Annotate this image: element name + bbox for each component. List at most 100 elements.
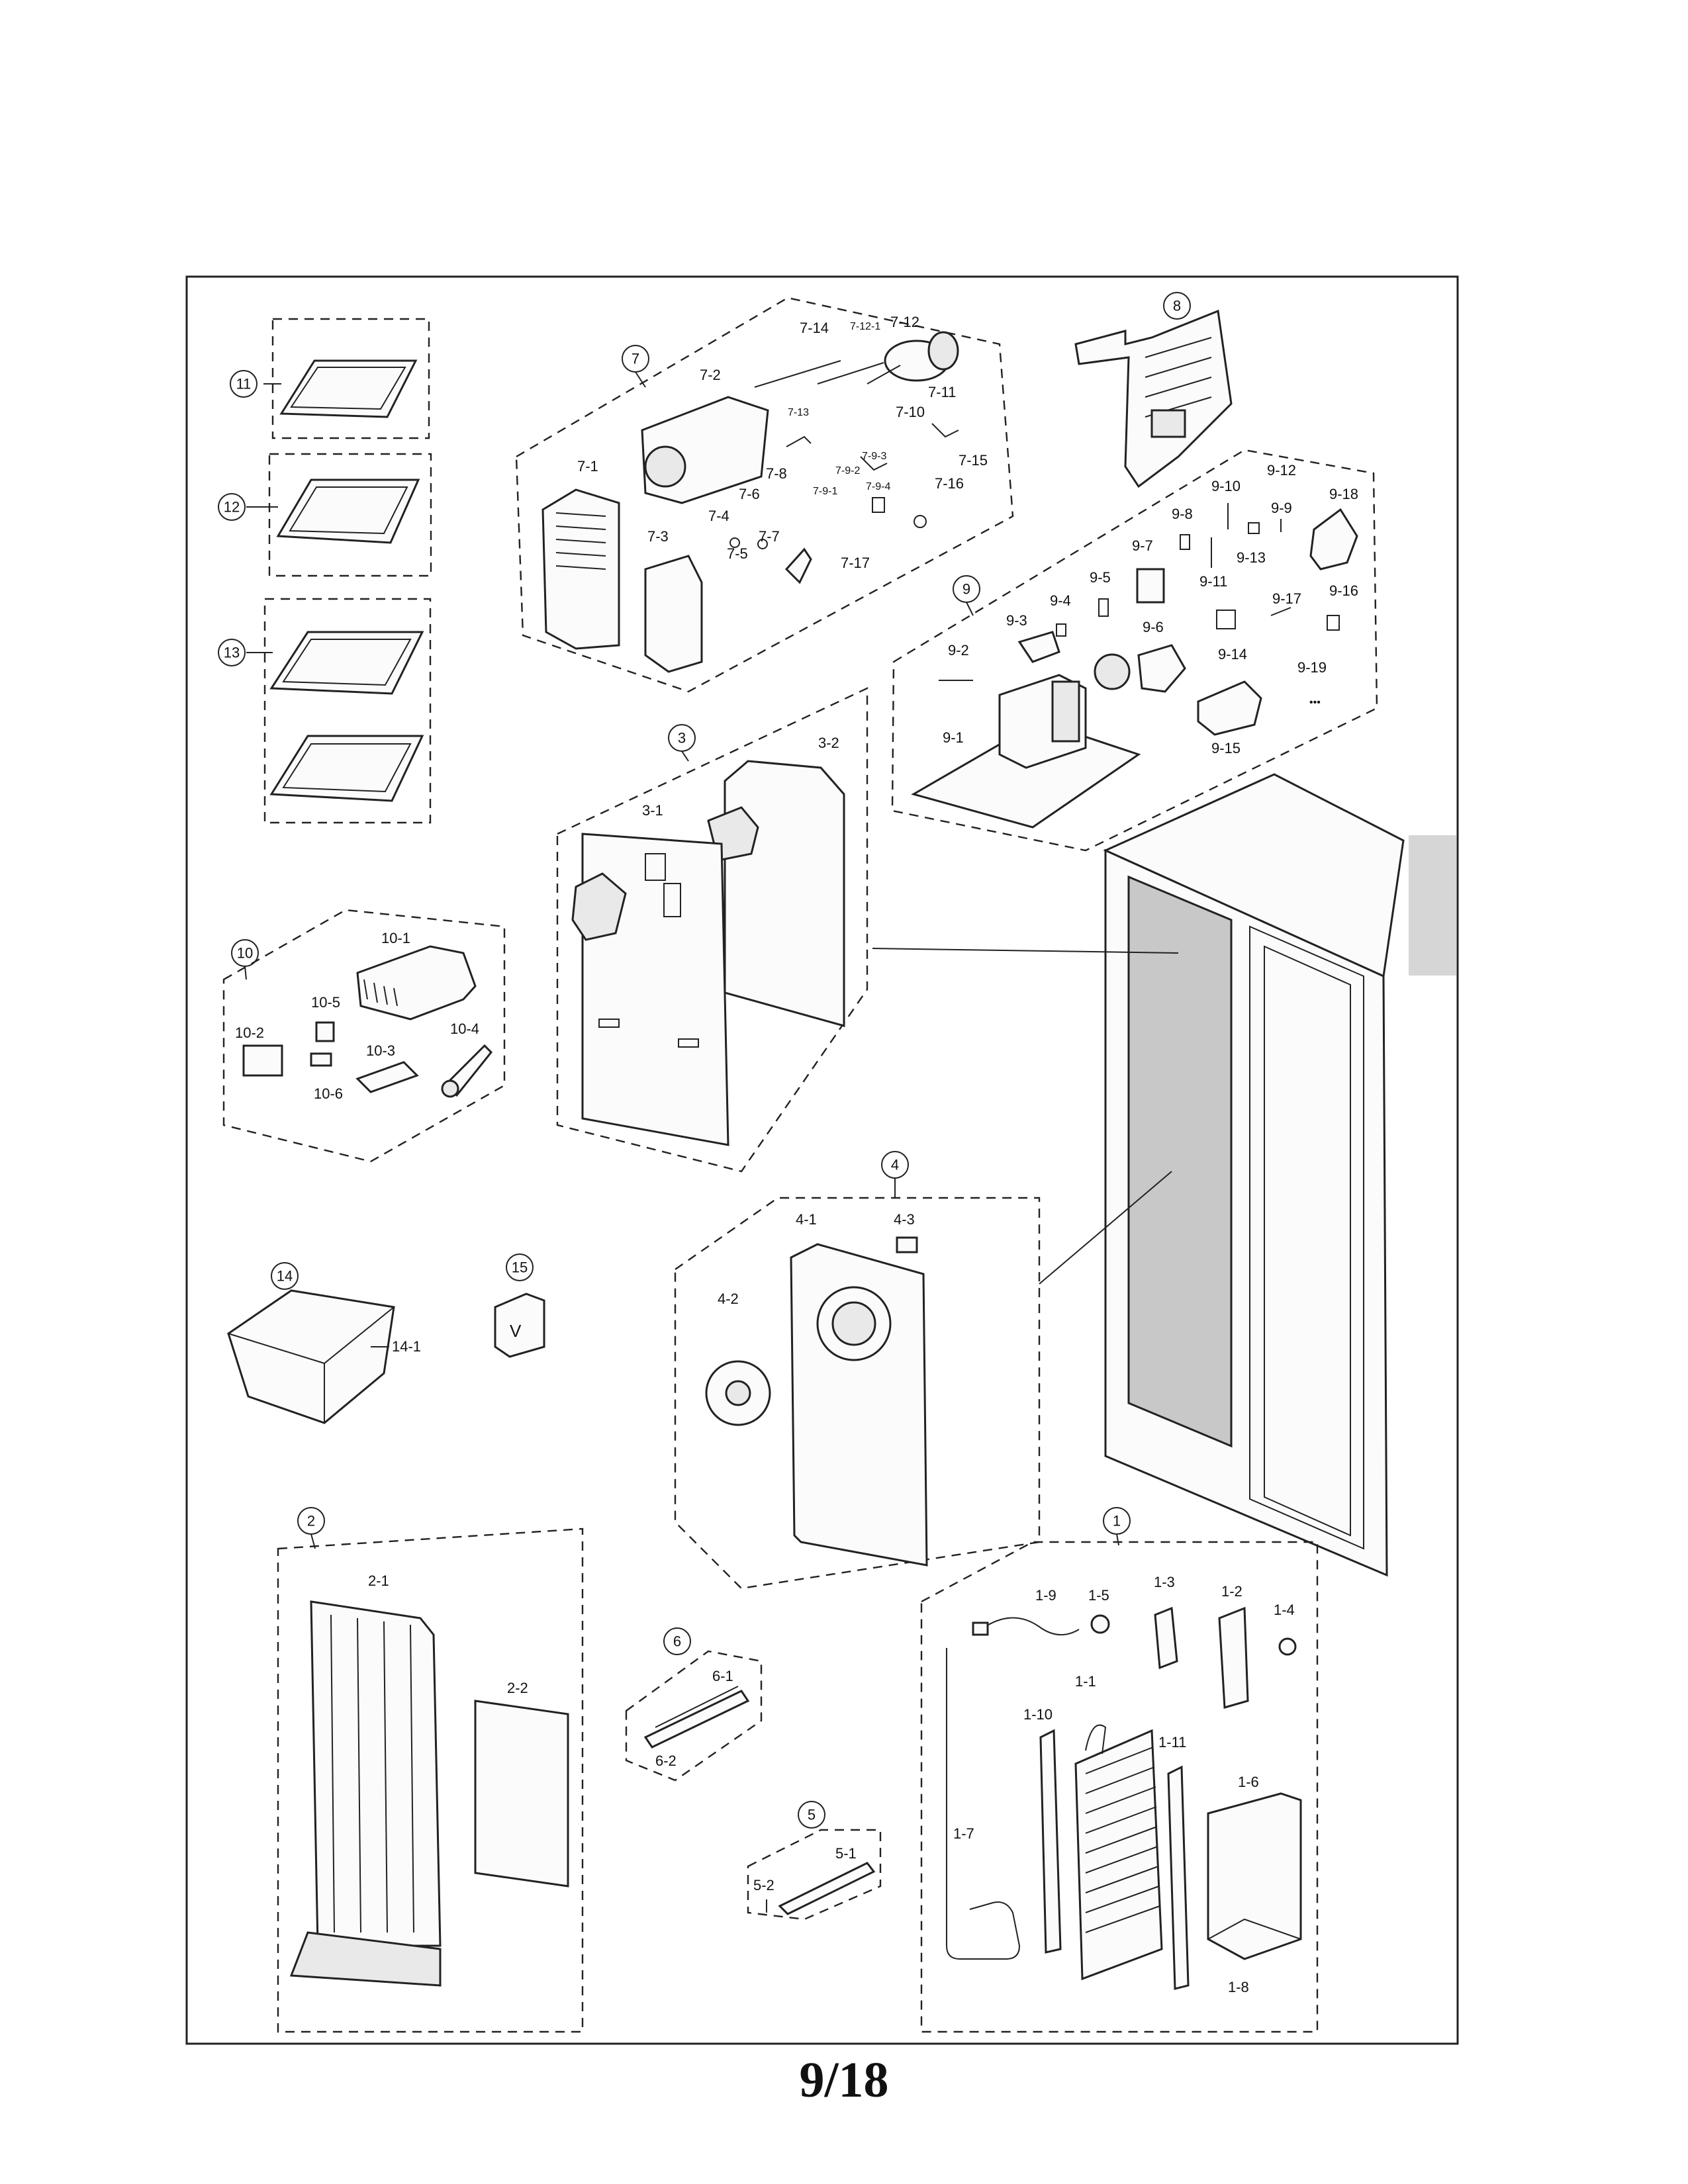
label-14-1: 14-1 xyxy=(392,1338,421,1355)
label-1-8: 1-8 xyxy=(1228,1979,1249,1995)
label-9-1: 9-1 xyxy=(943,729,964,746)
label-1-1: 1-1 xyxy=(1075,1673,1096,1690)
label-1-10: 1-10 xyxy=(1023,1706,1053,1723)
callout-15 xyxy=(506,1253,534,1281)
label-7-9-1: 7-9-1 xyxy=(813,486,837,497)
label-10-6: 10-6 xyxy=(314,1085,343,1102)
group-3: 3 3-1 3-2 xyxy=(556,687,868,1173)
label-7-12-1: 7-12-1 xyxy=(850,321,880,332)
callout-5-label: 5 xyxy=(808,1807,816,1823)
label-9-8: 9-8 xyxy=(1172,506,1193,522)
label-5-1: 5-1 xyxy=(835,1845,857,1862)
label-7-10: 7-10 xyxy=(896,404,925,420)
label-7-4: 7-4 xyxy=(708,508,729,524)
label-7-8: 7-8 xyxy=(766,465,787,482)
group-1: 1 1-1 1-2 1-3 1-4 1-5 1-6 1-7 1-8 1-9 xyxy=(920,1507,1319,2033)
callout-1-label: 1 xyxy=(1113,1513,1121,1529)
label-4-3: 4-3 xyxy=(894,1211,915,1228)
label-9-9: 9-9 xyxy=(1271,500,1292,516)
group-13: 13 xyxy=(218,598,432,824)
page-number: 9/18 xyxy=(799,2052,889,2108)
label-9-14: 9-14 xyxy=(1218,646,1247,662)
label-7-9-3: 7-9-3 xyxy=(862,451,886,462)
label-1-9: 1-9 xyxy=(1035,1587,1056,1604)
label-1-3: 1-3 xyxy=(1154,1574,1175,1590)
label-5-2: 5-2 xyxy=(753,1877,774,1893)
group-15: 15 V xyxy=(494,1253,545,1358)
label-9-3: 9-3 xyxy=(1006,612,1027,629)
group-4: 4 4-1 4-2 4-3 xyxy=(674,1151,1041,1590)
label-7-12: 7-12 xyxy=(890,314,919,330)
label-2-2: 2-2 xyxy=(507,1680,528,1696)
label-7-17: 7-17 xyxy=(841,555,870,571)
label-10-3: 10-3 xyxy=(366,1042,395,1059)
label-7-13: 7-13 xyxy=(788,407,809,418)
label-9-19: 9-19 xyxy=(1297,659,1327,676)
part-7-1-shape xyxy=(541,488,620,650)
label-7-2: 7-2 xyxy=(700,367,721,383)
callout-9-label: 9 xyxy=(962,581,970,598)
group-9: 9 ••• 9-1 9-2 9-3 9-4 9-5 9-6 xyxy=(891,449,1378,852)
label-3-1: 3-1 xyxy=(642,802,663,819)
label-7-14: 7-14 xyxy=(800,320,829,336)
callout-6 xyxy=(663,1627,691,1655)
group-12: 12 xyxy=(218,453,432,577)
label-1-2: 1-2 xyxy=(1221,1583,1243,1600)
label-9-10: 9-10 xyxy=(1211,478,1241,494)
label-7-1: 7-1 xyxy=(577,458,598,475)
callout-10-label: 10 xyxy=(237,945,253,962)
label-10-4: 10-4 xyxy=(450,1021,479,1037)
callout-2-label: 2 xyxy=(307,1513,315,1529)
label-7-3: 7-3 xyxy=(647,528,669,545)
label-9-5: 9-5 xyxy=(1090,569,1111,586)
callout-14 xyxy=(271,1262,299,1290)
label-9-4: 9-4 xyxy=(1050,592,1071,609)
label-9-17: 9-17 xyxy=(1272,590,1301,607)
group-10: 10 10-1 10-2 10-3 10-4 10-5 10-6 xyxy=(222,909,506,1163)
callout-13 xyxy=(218,639,246,666)
label-7-15: 7-15 xyxy=(959,452,988,469)
label-1-6: 1-6 xyxy=(1238,1774,1259,1790)
label-10-1: 10-1 xyxy=(381,930,410,946)
label-9-2: 9-2 xyxy=(948,642,969,659)
label-6-2: 6-2 xyxy=(655,1752,677,1769)
label-7-6: 7-6 xyxy=(739,486,760,502)
label-9-13: 9-13 xyxy=(1237,549,1266,566)
callout-13-label: 13 xyxy=(224,645,240,661)
callout-12-label: 12 xyxy=(224,499,240,516)
callout-11 xyxy=(230,370,258,398)
refrigerator-cabinet xyxy=(872,773,1456,1577)
label-4-1: 4-1 xyxy=(796,1211,817,1228)
label-7-7: 7-7 xyxy=(759,528,780,545)
part-7-3-shape xyxy=(644,555,703,673)
label-2-1: 2-1 xyxy=(368,1572,389,1589)
label-9-18: 9-18 xyxy=(1329,486,1358,502)
group-2: 2 2-1 2-2 xyxy=(277,1507,584,2033)
label-9-15: 9-15 xyxy=(1211,740,1241,756)
label-1-4: 1-4 xyxy=(1274,1602,1295,1618)
label-10-2: 10-2 xyxy=(235,1024,264,1041)
label-9-11: 9-11 xyxy=(1199,573,1227,590)
label-1-11: 1-11 xyxy=(1158,1734,1186,1751)
label-9-7: 9-7 xyxy=(1132,537,1153,554)
binding-shade xyxy=(1409,835,1456,976)
callout-5 xyxy=(798,1801,825,1829)
label-7-9-4: 7-9-4 xyxy=(866,481,890,492)
callout-12 xyxy=(218,493,246,521)
group-6: 6 6-1 6-2 xyxy=(625,1627,763,1782)
label-10-5: 10-5 xyxy=(311,994,340,1011)
callout-14-label: 14 xyxy=(277,1268,293,1285)
svg-text:V: V xyxy=(510,1321,522,1341)
label-4-2: 4-2 xyxy=(718,1291,739,1307)
svg-text:•••: ••• xyxy=(1309,697,1321,708)
callout-6-label: 6 xyxy=(673,1633,681,1650)
label-6-1: 6-1 xyxy=(712,1668,733,1684)
label-7-5: 7-5 xyxy=(727,545,748,562)
diagram-frame xyxy=(185,275,1459,2045)
label-9-12: 9-12 xyxy=(1267,462,1296,478)
label-1-5: 1-5 xyxy=(1088,1587,1109,1604)
group-5: 5 5-1 5-2 xyxy=(747,1801,882,1921)
callout-4-label: 4 xyxy=(891,1157,899,1173)
group-7: 7 7-1 7-2 7-3 7-4 7-5 7-6 7-7 7-8 xyxy=(515,296,1014,693)
